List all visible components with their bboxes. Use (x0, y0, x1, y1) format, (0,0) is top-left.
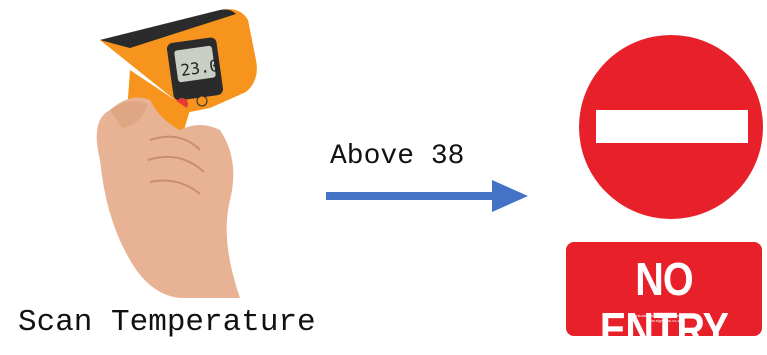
no-entry-sign-icon (578, 20, 767, 230)
arrow-label: Above 38 (330, 141, 464, 172)
hand-icon (97, 98, 240, 298)
no-entry-text: NO ENTRY (580, 254, 749, 354)
infrared-thermometer-icon: 23.0 (70, 0, 320, 300)
right-arrow-icon (322, 178, 532, 214)
plate-fine-print: Download Free Printable Safety signs at … (566, 313, 762, 323)
scan-temperature-caption: Scan Temperature (18, 305, 316, 340)
plate-fine-print-line-2: www.signlinks.co.za (566, 318, 762, 323)
no-entry-plate: NO ENTRY Download Free Printable Safety … (566, 242, 762, 336)
